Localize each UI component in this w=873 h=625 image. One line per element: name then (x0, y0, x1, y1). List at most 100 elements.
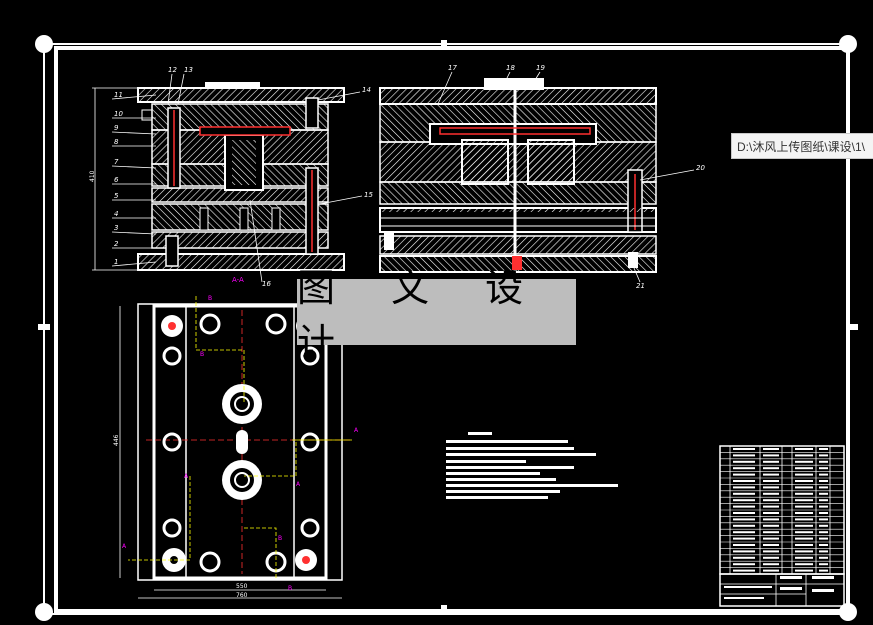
section-letter: A (184, 473, 189, 480)
watermark-banner: 图 文 设 计 (297, 266, 576, 365)
callout-label: 16 (262, 280, 271, 288)
section-letter: A (296, 481, 301, 488)
frame-corner-handle[interactable] (839, 35, 857, 53)
table-cell-text (763, 544, 779, 546)
parts-list-table (719, 445, 845, 575)
table-cell-text (819, 524, 828, 527)
table-cell-text (733, 448, 755, 450)
section-letter: B (288, 585, 292, 592)
table-cell-text (763, 467, 779, 470)
callout-label: 13 (184, 66, 193, 74)
table-cell-text (819, 492, 828, 495)
dimension-plan-width-inner: 550 (236, 583, 248, 590)
table-cell-text (733, 454, 755, 457)
table-cell-text (733, 499, 755, 502)
callout-label: 20 (696, 164, 705, 172)
left-section-view (137, 82, 345, 271)
technical-notes (446, 432, 618, 499)
callout-label: 7 (114, 158, 119, 166)
dimension-plan-height: 446 (113, 434, 120, 446)
right-view-annotations: 17 18 19 20 21 (437, 64, 705, 290)
plan-view-annotations: 446 550 760 B B A A B B A A (113, 295, 359, 599)
table-cell-text (819, 550, 828, 553)
callout-label: 10 (114, 110, 123, 118)
callout-label: 6 (114, 176, 119, 184)
table-cell-text (795, 563, 813, 566)
table-cell-text (733, 480, 755, 482)
table-cell-text (763, 524, 779, 527)
dimension-left-height: 410 (89, 170, 96, 182)
table-cell-text (795, 486, 813, 489)
table-cell-text (819, 454, 828, 457)
table-cell-text (795, 473, 813, 476)
table-cell-text (763, 537, 779, 540)
table-cell-text (819, 537, 828, 540)
drawing-frame (35, 35, 858, 621)
table-cell-text (795, 524, 813, 527)
table-cell-text (819, 473, 828, 476)
table-cell-text (733, 492, 755, 495)
callout-label: 3 (114, 224, 118, 232)
table-cell-text (733, 460, 755, 463)
table-cell-text (763, 531, 779, 534)
table-cell-text (795, 499, 813, 502)
callout-label: 2 (114, 240, 119, 248)
table-cell-text (795, 492, 813, 495)
callout-label: 21 (636, 282, 645, 290)
callout-label: 15 (364, 191, 373, 199)
plan-view (128, 296, 352, 581)
table-cell-text (819, 512, 828, 514)
callout-label: 17 (448, 64, 457, 72)
section-letter: B (200, 351, 204, 358)
table-cell-text (763, 550, 779, 553)
callout-label: 8 (114, 138, 119, 146)
table-cell-text (763, 448, 779, 450)
table-cell-text (763, 505, 779, 508)
table-cell-text (819, 480, 828, 482)
table-cell-text (763, 556, 779, 559)
table-cell-text (795, 550, 813, 553)
table-cell-text (819, 518, 828, 521)
frame-corner-handle[interactable] (35, 35, 53, 53)
table-cell-text (795, 537, 813, 540)
table-cell-text (763, 486, 779, 489)
table-cell-text (819, 460, 828, 463)
table-cell-text (733, 512, 755, 514)
table-cell-text (763, 473, 779, 476)
table-cell-text (795, 518, 813, 521)
table-cell-text (763, 454, 779, 457)
table-cell-text (795, 569, 813, 572)
callout-label: 18 (506, 64, 515, 72)
table-cell-text (733, 537, 755, 540)
callout-label: 12 (168, 66, 177, 74)
section-letter: B (208, 295, 212, 302)
callout-label: 11 (114, 91, 123, 99)
callout-leader (111, 94, 157, 100)
section-letter: A (122, 543, 127, 550)
table-cell-text (795, 512, 813, 514)
table-cell-text (819, 531, 828, 534)
callout-leader (111, 231, 157, 235)
table-cell-text (763, 480, 779, 482)
table-cell-text (795, 467, 813, 470)
table-cell-text (763, 460, 779, 463)
table-cell-text (763, 492, 779, 495)
table-cell-text (819, 467, 828, 470)
file-path-tooltip: D:\沐风上传图纸\课设\1\ (731, 133, 873, 159)
table-cell-text (763, 569, 779, 572)
table-cell-text (795, 505, 813, 508)
table-cell-text (795, 556, 813, 559)
frame-corner-handle[interactable] (839, 603, 857, 621)
callout-label: 9 (114, 124, 119, 132)
frame-corner-handle[interactable] (35, 603, 53, 621)
table-cell-text (819, 544, 828, 546)
right-section-view (379, 78, 657, 273)
callout-label: 19 (536, 64, 545, 72)
table-cell-text (733, 563, 755, 566)
table-cell-text (733, 556, 755, 559)
table-cell-text (733, 486, 755, 489)
table-cell-text (819, 556, 828, 559)
